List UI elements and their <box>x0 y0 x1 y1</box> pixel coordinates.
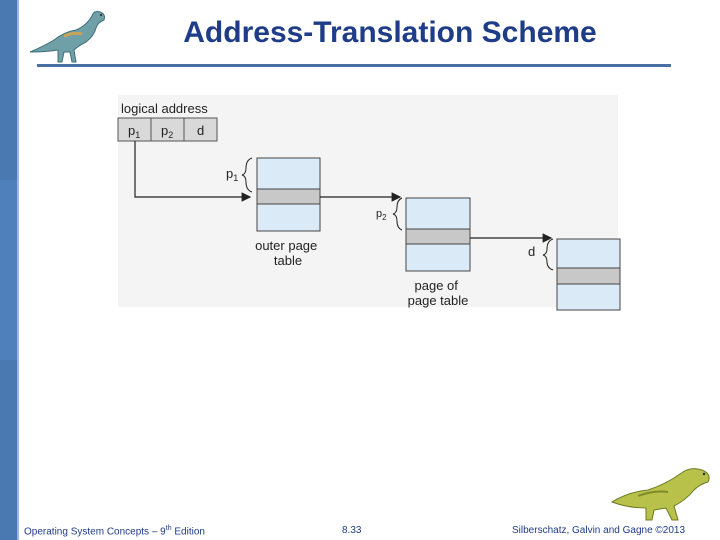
page-of-page-table <box>405 197 471 272</box>
final-page <box>556 238 621 311</box>
field-p1-label: p1 <box>128 123 140 140</box>
sidebar-divider <box>17 0 19 540</box>
page-of-table-caption: page of page table <box>408 278 469 308</box>
dinosaur-logo-top <box>29 11 105 63</box>
field-d-box <box>183 117 218 142</box>
outer-brace-label: p1 <box>226 166 238 183</box>
title-underline <box>37 64 671 67</box>
final-page-brace <box>542 238 554 271</box>
field-d-label: d <box>197 123 204 138</box>
footer-course-title: Operating System Concepts – 9th Edition <box>24 525 205 538</box>
footer-page-number: 8.33 <box>342 525 362 536</box>
middle-brace-label: p2 <box>376 208 387 222</box>
field-p2-label: p2 <box>161 123 173 140</box>
outer-page-table <box>256 157 321 232</box>
logical-address-fields: p1 p2 d <box>117 117 218 142</box>
middle-table-brace <box>392 197 403 231</box>
footer-copyright: Silberschatz, Galvin and Gagne ©2013 <box>512 525 686 536</box>
arrow-p1 <box>134 141 252 202</box>
outer-table-brace <box>241 157 253 193</box>
final-brace-label: d <box>528 244 535 259</box>
logical-address-label: logical address <box>121 101 208 116</box>
slide-title: Address-Translation Scheme <box>183 16 597 49</box>
outer-table-caption: outer page table <box>255 238 321 268</box>
sidebar-band <box>0 180 17 360</box>
dinosaur-logo-bottom <box>610 468 710 521</box>
